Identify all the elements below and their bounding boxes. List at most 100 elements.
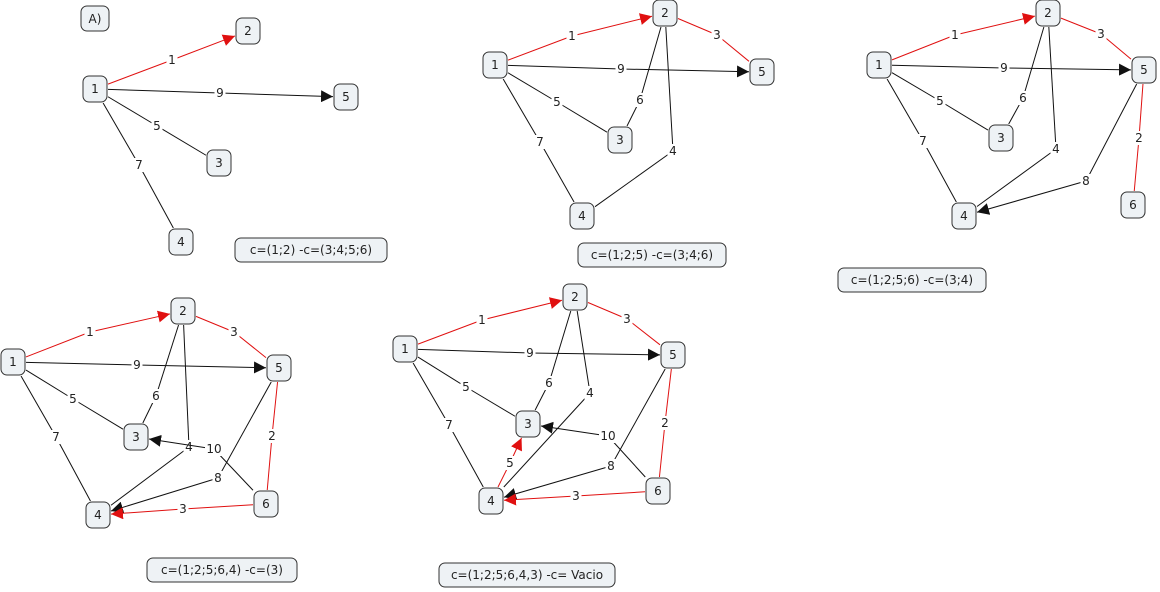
edge-weight: 4 bbox=[1052, 142, 1060, 156]
caption-text: c=(1;2;5;6,4,3) -c= Vacio bbox=[451, 568, 603, 582]
edge-segment bbox=[138, 164, 174, 229]
graph-node-1[interactable]: 1 bbox=[866, 51, 892, 79]
edge-2-4: 4 bbox=[976, 26, 1062, 207]
graph-node-3[interactable]: 3 bbox=[515, 410, 541, 438]
weight-label-bg bbox=[228, 325, 240, 339]
edge-weight: 2 bbox=[268, 429, 276, 443]
graph-node-1[interactable]: 1 bbox=[392, 335, 418, 363]
graph-node-3[interactable]: 3 bbox=[123, 423, 149, 451]
edge-2-4: 4 bbox=[503, 310, 596, 488]
edge-weight: 7 bbox=[445, 418, 453, 432]
weight-label-bg bbox=[634, 93, 646, 107]
graph-node-2[interactable]: 2 bbox=[170, 297, 196, 325]
edge-segment bbox=[417, 348, 531, 354]
edge-1-5: 9 bbox=[891, 61, 1132, 76]
graph-node-4[interactable]: 4 bbox=[569, 202, 595, 230]
graph-node-5[interactable]: 5 bbox=[749, 58, 775, 86]
node-label: 2 bbox=[571, 290, 579, 304]
graph-node-1[interactable]: 1 bbox=[482, 51, 508, 79]
weight-label-bg bbox=[621, 312, 633, 326]
edge-weight: 9 bbox=[1000, 61, 1008, 75]
node-label: 4 bbox=[94, 508, 102, 522]
edge-1-2: 1 bbox=[417, 297, 563, 345]
edge-weight: 3 bbox=[713, 28, 721, 42]
edge-weight: 7 bbox=[135, 158, 143, 172]
edge-weight: 9 bbox=[617, 62, 625, 76]
edge-2-5: 3 bbox=[195, 315, 267, 358]
graph-node-1[interactable]: 1 bbox=[0, 348, 26, 376]
edge-segment bbox=[939, 100, 989, 131]
weight-label-bg bbox=[599, 429, 617, 443]
weight-label-bg bbox=[917, 134, 929, 148]
edge-weight: 5 bbox=[553, 95, 561, 109]
node-label: 3 bbox=[524, 417, 532, 431]
edge-segment bbox=[539, 141, 575, 203]
node-label: 5 bbox=[275, 361, 283, 375]
edge-2-5: 3 bbox=[1060, 17, 1132, 60]
graph-node-3[interactable]: 3 bbox=[206, 149, 232, 177]
edge-segment bbox=[576, 310, 591, 394]
graph-node-5[interactable]: 5 bbox=[266, 354, 292, 382]
caption-text: c=(1;2;5;6,4) -c=(3) bbox=[161, 563, 283, 577]
graph-node-4[interactable]: 4 bbox=[85, 501, 111, 529]
edge-segment bbox=[507, 35, 573, 61]
graph-node-4[interactable]: 4 bbox=[478, 487, 504, 515]
step-caption: c=(1;2;5) -c=(3;4;6) bbox=[577, 242, 727, 268]
caption-text: c=(1;2;5;6) -c=(3;4) bbox=[851, 273, 973, 287]
edge-segment bbox=[922, 140, 957, 203]
node-label: 3 bbox=[215, 156, 223, 170]
edge-1-5: 9 bbox=[107, 86, 334, 103]
edge-5-6: 2 bbox=[1133, 83, 1145, 192]
edge-2-3: 6 bbox=[142, 324, 180, 424]
edge-segment bbox=[620, 65, 750, 78]
edge-segment bbox=[891, 34, 956, 61]
node-label: 6 bbox=[1129, 198, 1137, 212]
graph-node-2[interactable]: 2 bbox=[1035, 0, 1061, 27]
weight-label-bg bbox=[543, 376, 555, 390]
graph-node-3[interactable]: 3 bbox=[607, 126, 633, 154]
edge-1-3: 5 bbox=[25, 369, 124, 430]
graph-node-5[interactable]: 5 bbox=[660, 341, 686, 369]
weight-label-bg bbox=[1080, 174, 1092, 188]
edge-1-2: 1 bbox=[507, 13, 653, 61]
edge-weight: 8 bbox=[1082, 174, 1090, 188]
graph-node-6[interactable]: 6 bbox=[645, 477, 671, 505]
graph-node-5[interactable]: 5 bbox=[1131, 56, 1157, 84]
edge-weight: 2 bbox=[661, 416, 669, 430]
node-label: 5 bbox=[342, 90, 350, 104]
graph-node-3[interactable]: 3 bbox=[988, 124, 1014, 152]
graph-node-6[interactable]: 6 bbox=[253, 490, 279, 518]
edge-weight: 3 bbox=[230, 325, 238, 339]
graph-node-1[interactable]: 1 bbox=[82, 75, 108, 103]
weight-label-bg bbox=[177, 502, 189, 516]
weight-label-bg bbox=[534, 135, 546, 149]
weight-label-bg bbox=[50, 430, 62, 444]
graph-node-2[interactable]: 2 bbox=[562, 283, 588, 311]
step-caption: c=(1;2;5;6,4,3) -c= Vacio bbox=[438, 562, 616, 588]
graph-node-2[interactable]: 2 bbox=[652, 0, 678, 27]
edge-segment bbox=[639, 26, 662, 101]
edge-weight: 9 bbox=[526, 346, 534, 360]
edge-segment bbox=[110, 477, 219, 514]
weight-label-bg bbox=[1133, 131, 1145, 145]
edge-1-4: 7 bbox=[502, 78, 575, 203]
edge-segment bbox=[25, 361, 138, 366]
weight-label-bg bbox=[150, 389, 162, 403]
graph-node-5[interactable]: 5 bbox=[333, 83, 359, 111]
graph-node-4[interactable]: 4 bbox=[951, 202, 977, 230]
edge-segment bbox=[20, 375, 57, 438]
edge-5-6: 2 bbox=[658, 368, 672, 478]
weight-label-bg bbox=[615, 62, 627, 76]
graph-node-4[interactable]: 4 bbox=[168, 228, 194, 256]
node-label: 2 bbox=[1044, 6, 1052, 20]
edge-segment bbox=[664, 368, 672, 424]
edge-segment bbox=[502, 78, 541, 143]
edge-segment bbox=[571, 13, 653, 37]
graph-node-6[interactable]: 6 bbox=[1120, 191, 1146, 219]
graph-node-2[interactable]: 2 bbox=[235, 17, 261, 45]
edge-segment bbox=[503, 465, 612, 500]
edge-weight: 4 bbox=[669, 144, 677, 158]
